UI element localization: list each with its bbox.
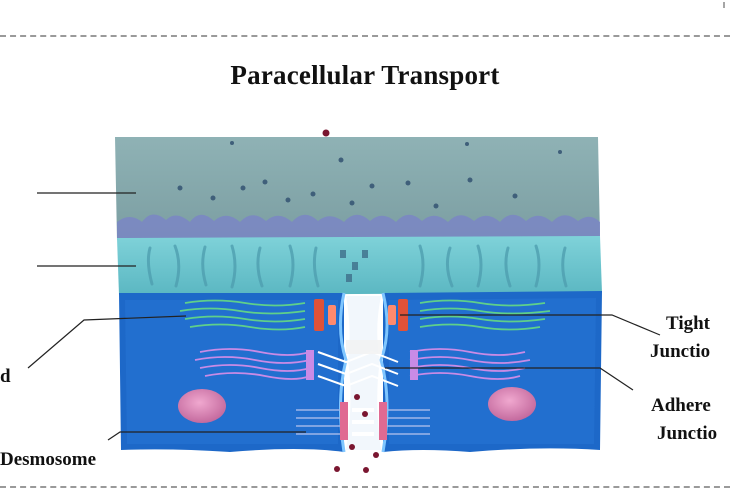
mucus-layer (115, 137, 600, 240)
tight-junction-label-line2: Junctio (650, 341, 711, 362)
bottom-dashed-divider (0, 486, 730, 488)
adherens-leader-line (385, 367, 634, 391)
desmosome-label: Desmosome (0, 449, 97, 470)
adherens-junction-strands (194, 348, 531, 380)
mucus-particles (177, 141, 562, 209)
solute-particles (322, 129, 379, 473)
glycocalyx-layer (117, 236, 602, 295)
adherens-junction-label-line1: Adhere (651, 395, 711, 416)
leader-lines (27, 192, 661, 441)
tight-junction-label-line1: Tight (666, 313, 711, 334)
diagram-title: Paracellular Transport (230, 60, 500, 90)
adherens-junction-proteins (306, 340, 418, 388)
nucleus-left (178, 389, 226, 423)
left-strand-leader-line (27, 315, 187, 369)
tight-junction-leader-line (400, 314, 661, 336)
tight-junction-strands (179, 299, 551, 331)
nucleus-right (488, 387, 536, 421)
desmosome-plaques (296, 402, 430, 440)
desmosome-leader-line (107, 431, 306, 441)
left-partial-label: d (0, 366, 11, 387)
top-dashed-divider (0, 35, 730, 37)
adherens-junction-label-line2: Junctio (657, 423, 718, 444)
